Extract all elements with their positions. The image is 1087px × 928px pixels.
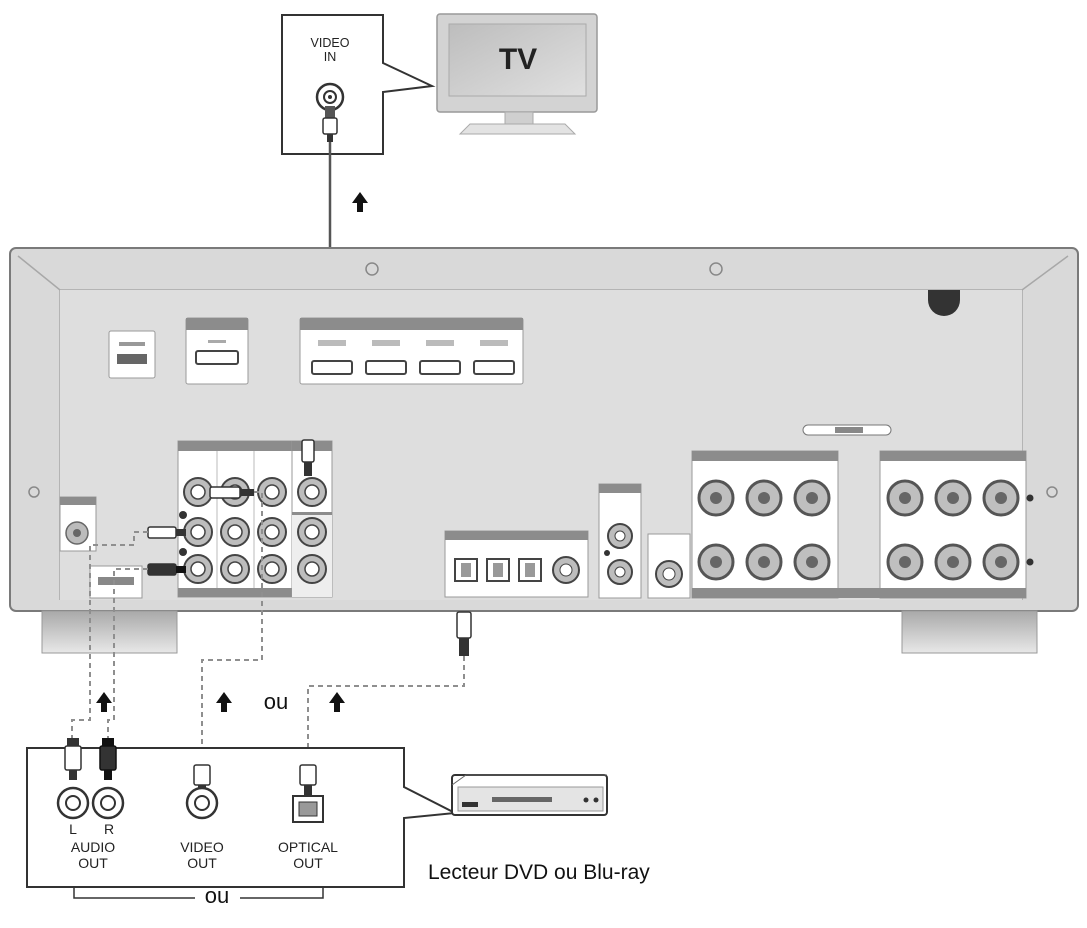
tv-icon	[436, 13, 598, 135]
player-jacks	[56, 738, 324, 823]
video-out-label: VIDEO OUT	[180, 839, 224, 871]
dashed-cables	[71, 491, 465, 765]
receiver-plugs	[147, 439, 472, 656]
video-in-label: VIDEO IN	[310, 36, 350, 64]
audio-left-label: L	[69, 821, 77, 837]
speaker-terminals	[691, 450, 1034, 599]
optical-out-label: OPTICAL OUT	[278, 839, 338, 871]
tv-label: TV	[498, 43, 538, 76]
audio-right-label: R	[103, 821, 115, 837]
player-name: Lecteur DVD ou Blu-ray	[428, 861, 650, 884]
up-arrow-icon	[216, 692, 232, 712]
video-in-jack	[315, 82, 345, 112]
tv-input-callout	[281, 14, 436, 155]
dvd-player-icon	[451, 774, 608, 816]
player-callout	[26, 747, 459, 899]
digital-audio-in	[444, 530, 589, 598]
up-arrow-icon	[329, 692, 345, 712]
audio-out-label: AUDIO OUT	[70, 839, 116, 871]
or-label-bottom: ou	[204, 883, 230, 908]
up-arrow-icon	[352, 192, 368, 212]
or-label-middle: ou	[263, 689, 289, 714]
up-arrow-icon	[96, 692, 112, 712]
subwoofer-out	[598, 483, 691, 599]
